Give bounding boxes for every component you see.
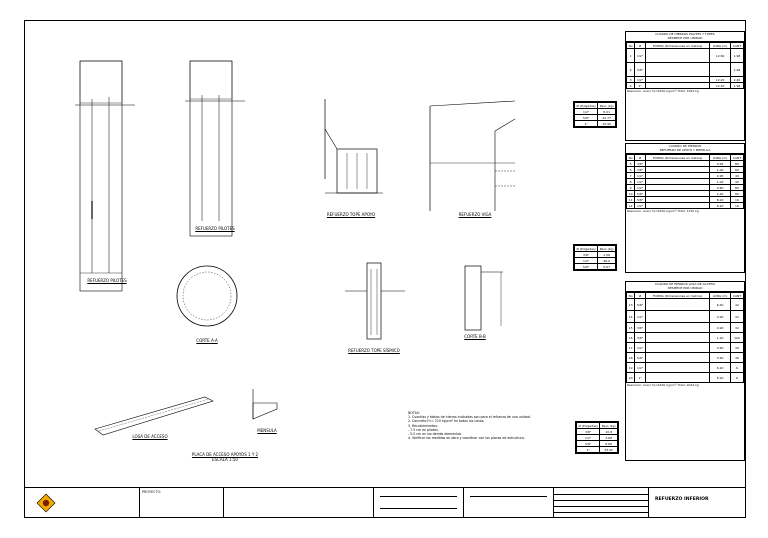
- schedule-1-footer: Resumen: Acero fy=4200 kg/cm² Total: 109…: [627, 89, 699, 94]
- note-item: - 7.5 cm en pilotes.: [408, 427, 439, 432]
- access-slab-drawing: [94, 396, 214, 436]
- notes-block: NOTAS: 1. Cuantías y tablas de hierros i…: [408, 411, 568, 440]
- title-block-sheet-title: REFUERZO INFERIOR: [649, 488, 745, 518]
- caption-pile-elevation-1: REFUERZO PILOTES: [87, 278, 127, 283]
- weight-table-3: Ø (Pulgadas)Peso (kg) 3/8"10.8 1/2"3.68 …: [575, 421, 619, 454]
- schedule-2-footer: Resumen: Acero fy=4200 kg/cm² Total: 123…: [627, 209, 699, 214]
- caption-mensula: MENSULA: [257, 428, 277, 433]
- title-block-logo-cell: [25, 488, 140, 518]
- weight-table-1: Ø (Pulgadas)Peso (kg) 1/2"8.01 5/8"22.77…: [573, 101, 617, 128]
- caption-beam-detail: REFUERZO VIGA: [458, 212, 492, 217]
- caption-section-circle: CORTE A-A: [196, 338, 218, 343]
- schedule-3-footer: Resumen: Acero fy=4200 kg/cm² Total: 204…: [627, 383, 699, 388]
- caption-seismic-stop: REFUERZO TOPE SÍSMICO: [348, 348, 400, 353]
- caption-access-slab: LOSA DE ACCESO: [132, 434, 168, 439]
- logo-icon: [36, 493, 56, 513]
- drawing-sheet: REFUERZO PILOTES REFUERZO PILOTES REFUER…: [24, 20, 746, 518]
- caption-section-b: CORTE B-B: [464, 334, 486, 339]
- support-detail: [324, 99, 383, 194]
- caption-plan-access-scale: ESCALA 1:50: [212, 457, 238, 462]
- title-block: PROYECTO: REFUERZO INFERIOR: [25, 487, 745, 518]
- note-item: 1. Cuantías y tablas de hierros indicada…: [408, 415, 531, 420]
- caption-support-detail: REFUERZO TOPE APOYO: [326, 212, 376, 217]
- title-block-blank-3: [464, 488, 554, 518]
- mensula-drawing: [252, 389, 278, 420]
- note-item: - 5.0 cm en los demás elementos.: [408, 432, 463, 437]
- pile-elevation-1: [75, 60, 135, 292]
- note-item: 4. Verificar las medidas en obra y coord…: [408, 436, 525, 441]
- title-block-blank-1: [224, 488, 374, 518]
- caption-pile-elevation-2: REFUERZO PILOTES: [195, 226, 235, 231]
- note-item: 3. Recubrimientos:: [408, 423, 438, 428]
- title-block-project-cell: PROYECTO:: [140, 488, 224, 518]
- pile-elevation-2: [185, 60, 245, 237]
- caption-plan-access: PLACA DE ACCESO APOYOS 1 Y 2: [191, 452, 259, 457]
- section-circle: [176, 265, 238, 327]
- title-block-blank-2: [374, 488, 464, 518]
- beam-detail: [429, 100, 516, 211]
- weight-table-2: Ø (Pulgadas)Peso (kg) 3/8"1.58 1/2"46.0 …: [573, 244, 617, 271]
- note-item: 2. Concreto f'c= 210 kg/cm² en todos los…: [408, 419, 485, 424]
- drawing-area: REFUERZO PILOTES REFUERZO PILOTES REFUER…: [25, 21, 747, 487]
- section-b: [464, 265, 503, 331]
- notes-title: NOTAS:: [408, 411, 420, 415]
- seismic-stop-section: [345, 262, 405, 340]
- sheet-title: REFUERZO INFERIOR: [655, 497, 709, 502]
- title-block-revisions: [554, 488, 649, 518]
